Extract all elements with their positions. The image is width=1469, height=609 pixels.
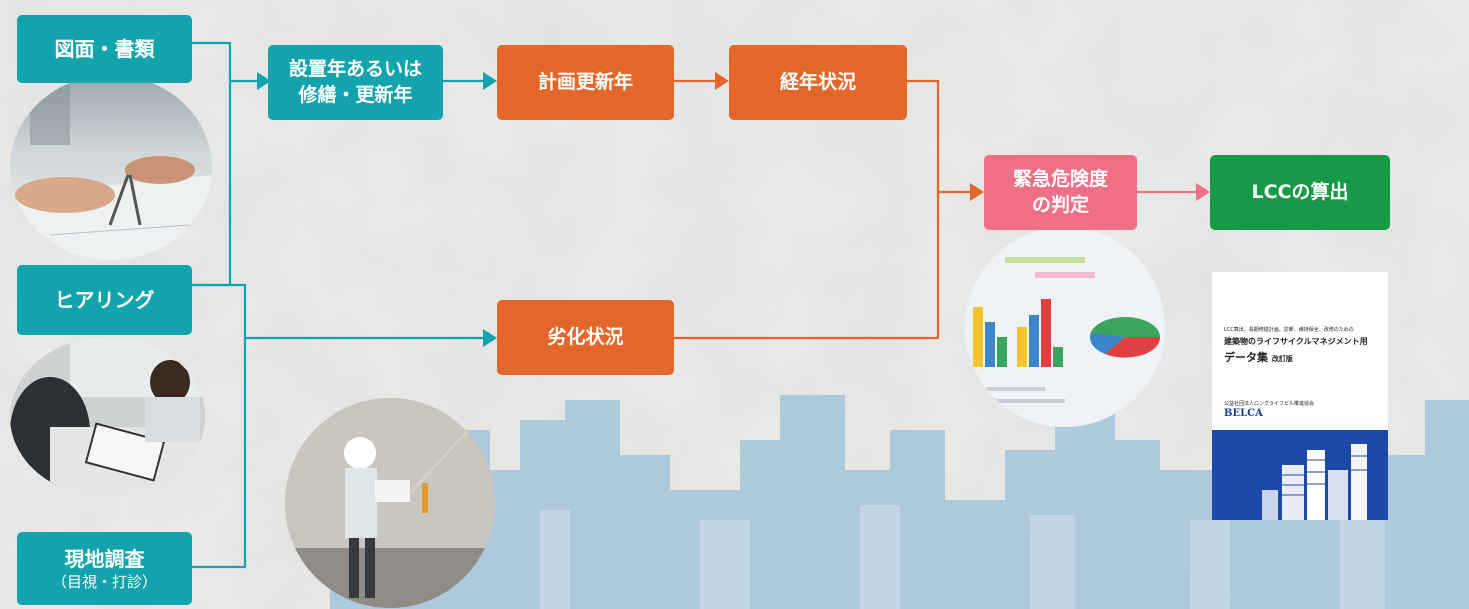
site-inspection-photo	[285, 398, 495, 608]
book-top-line: LCC算出、長期修繕計画、診断、維持保全、改修のための	[1224, 327, 1354, 333]
aging-status-label: 経年状況	[779, 70, 856, 93]
belca-logo: BELCA	[1224, 408, 1263, 419]
urgency-line1: 緊急危険度	[1012, 167, 1108, 190]
book-title-line2: データ集 改訂版	[1224, 349, 1293, 365]
drawings-documents-label: 図面・書類	[54, 36, 155, 61]
site-survey-label: 現地調査	[64, 547, 145, 571]
deterioration-status-label: 劣化状況	[547, 325, 624, 348]
connectors	[192, 41, 1196, 569]
belca-data-book-cover: LCC算出、長期修繕計画、診断、維持保全、改修のための 建築物のライフサイクルマ…	[1212, 272, 1388, 520]
install-year-line2: 修繕・更新年	[298, 83, 413, 106]
planned-renewal-year-box: 計画更新年	[497, 45, 674, 120]
drawings-documents-box: 図面・書類	[17, 15, 192, 83]
aging-status-box: 経年状況	[729, 45, 907, 120]
drawings-meeting-photo	[10, 75, 212, 260]
site-survey-box: 現地調査 （目視・打診）	[17, 532, 192, 605]
book-title-data: データ集	[1224, 351, 1268, 364]
install-or-renewal-year-box: 設置年あるいは 修繕・更新年	[268, 45, 443, 120]
hearing-meeting-photo	[10, 337, 205, 497]
urgency-risk-assessment-box: 緊急危険度 の判定	[984, 155, 1137, 230]
site-survey-sublabel: （目視・打診）	[51, 573, 157, 591]
urgency-line2: の判定	[1031, 193, 1089, 216]
deterioration-status-box: 劣化状況	[497, 300, 674, 375]
planned-renewal-year-label: 計画更新年	[537, 70, 633, 93]
install-year-line1: 設置年あるいは	[288, 57, 422, 80]
hearing-label: ヒアリング	[54, 287, 155, 312]
book-edition: 改訂版	[1271, 355, 1293, 363]
arrowheads	[257, 72, 1210, 347]
hearing-box: ヒアリング	[17, 265, 192, 335]
book-publisher: 公益社団法人ロングライフビル推進協会	[1224, 401, 1315, 407]
lcc-calculation-label: LCCの算出	[1251, 180, 1349, 203]
lcc-calculation-box: LCCの算出	[1210, 155, 1390, 230]
analysis-charts-photo	[965, 227, 1165, 427]
book-cover-illustration	[1212, 430, 1388, 520]
book-title-line1: 建築物のライフサイクルマネジメント用	[1224, 337, 1368, 346]
